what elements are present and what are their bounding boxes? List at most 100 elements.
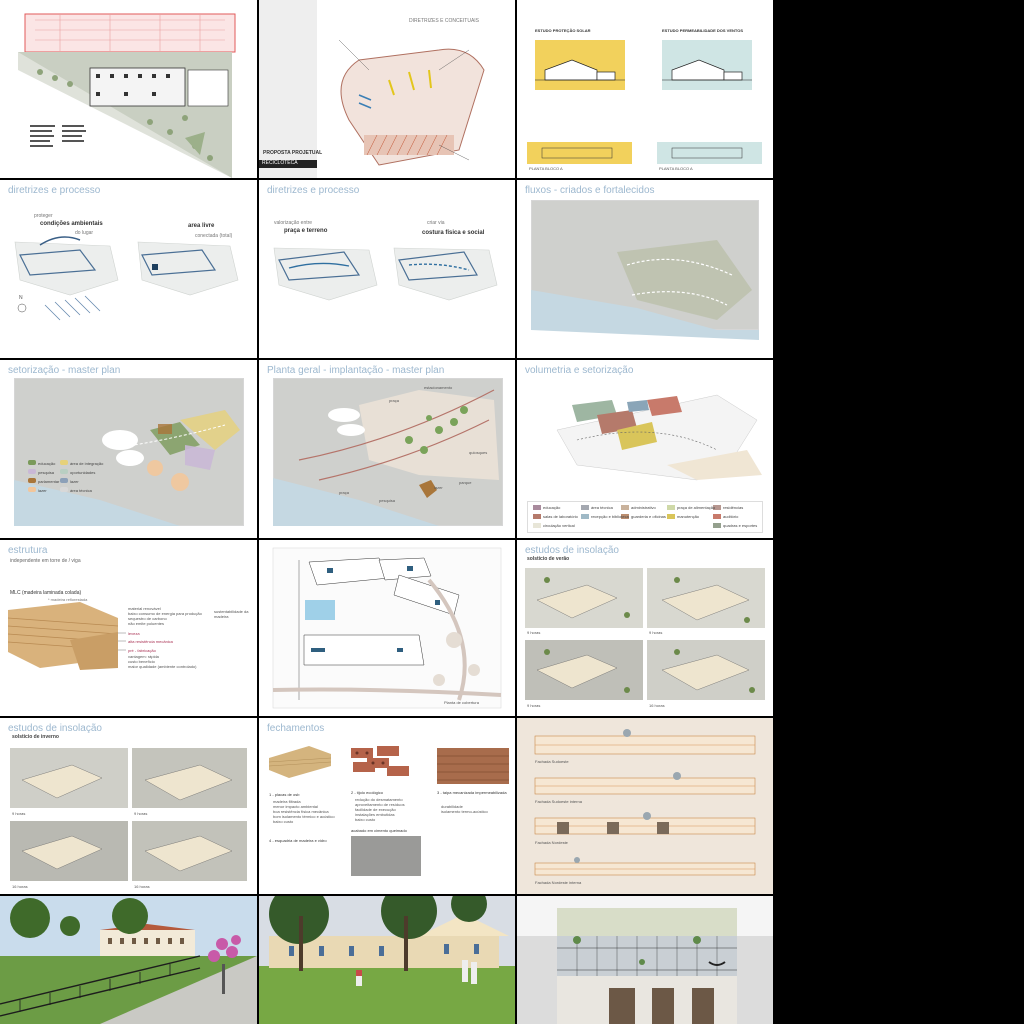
- render-path-image: [0, 896, 257, 1024]
- slide-winter-solstice: estudos de insolação solstício de invern…: [0, 718, 257, 894]
- sustainability-note: sustentabilidade da madeira: [214, 609, 249, 619]
- label-small: valorização entre: [274, 220, 313, 226]
- facade-caption: Fachada Nordeste: [535, 840, 568, 845]
- materials-images: [268, 746, 509, 876]
- material-note: baixo custo: [355, 817, 376, 822]
- slide-master-plan: Planta geral - implantação - master plan…: [259, 360, 515, 538]
- facade-elevations: [534, 729, 756, 876]
- material-note: bom isolamento térmico e acústico: [273, 814, 335, 819]
- label-square-land: praça e terreno: [284, 228, 328, 234]
- map-label: lazer: [434, 485, 443, 490]
- site-plan-drawing: [18, 13, 236, 178]
- slide-title: estrutura: [8, 545, 48, 556]
- sector-overlay: [14, 410, 240, 526]
- slide-render-facade: [517, 896, 773, 1024]
- volumetry-legend: [527, 501, 763, 533]
- slide-volumetry: volumetria e setorização educação salas …: [517, 360, 773, 538]
- map-label: parque: [459, 480, 472, 485]
- legend-item: lazer: [70, 479, 79, 484]
- slide-summer-solstice: estudos de insolação solstício de verão …: [517, 540, 773, 716]
- slide-title: diretrizes e processo: [267, 185, 360, 196]
- legend-item: auditório: [723, 514, 739, 519]
- slide-title: setorização - master plan: [8, 365, 121, 376]
- side-bar: RECICLOTECA: [259, 160, 317, 168]
- map-label: praça: [339, 490, 350, 495]
- label-small: proteger: [34, 213, 53, 219]
- slide-title: diretrizes e processo: [8, 185, 101, 196]
- caption: 9 horas: [134, 811, 148, 816]
- legend-item: educação: [38, 461, 56, 466]
- flows-overlay: [531, 240, 759, 340]
- process-diagrams: [14, 236, 239, 321]
- slide-title: fechamentos: [267, 723, 325, 734]
- slide-sectorization: setorização - master plan educação pesqu…: [0, 360, 257, 538]
- process-diagrams-2: [273, 247, 498, 301]
- bullet-sub: vantagem: rápida: [128, 654, 159, 659]
- legend-item: educação: [543, 505, 561, 510]
- note: material renovável: [128, 606, 161, 611]
- legend-item: oportunidades: [70, 470, 96, 475]
- bullet: alta resistência mecânica: [128, 639, 173, 644]
- caption: 9 horas: [649, 630, 663, 635]
- material-item: 3 - taipa mecanizada impermeabilizada: [437, 790, 507, 795]
- legend-item: administrativo: [631, 505, 656, 510]
- map-label: quiosques: [469, 450, 488, 455]
- material-note: facilidade de execução: [355, 807, 396, 812]
- caption: 16 horas: [134, 884, 150, 889]
- label-tail-2: conectada (total): [195, 233, 233, 239]
- bullet-sub: maior qualidade (ambiente controlado): [128, 664, 197, 669]
- material-note: baixo custo: [273, 819, 294, 824]
- volumetry-drawing: [556, 394, 762, 481]
- map-label: estacionamento: [424, 385, 453, 390]
- slide-title: estudos de insolação: [8, 723, 102, 734]
- slide-solar-wind-study: ESTUDO PROTEÇÃO SOLAR ESTUDO PERMEABILID…: [517, 0, 773, 178]
- header-gray: DIRETRIZES E CONCEITUAIS: [409, 18, 480, 24]
- finish-label: acabado em cimento queimado: [351, 828, 407, 833]
- map-label: pesquisa: [379, 498, 396, 503]
- slide-subtitle: independente em torre de / viga: [10, 558, 81, 564]
- material-item: 1 - placas de osb: [269, 792, 300, 797]
- plan-label-left: PLANTA BLOCO A: [529, 166, 563, 171]
- slide-closures: fechamentos 1 - placas de osb madeira fi…: [259, 718, 515, 894]
- summer-renders: [525, 568, 765, 700]
- material-note: aproveitamento de resíduos: [355, 802, 405, 807]
- legend-item: parlamentar: [38, 479, 60, 484]
- slide-title: estudos de insolação: [525, 545, 619, 556]
- timber-photo: [7, 602, 126, 670]
- solar-study-label: ESTUDO PROTEÇÃO SOLAR: [535, 28, 591, 33]
- note: sequestro de carbono: [128, 616, 167, 621]
- legend-item: área técnica: [591, 505, 613, 510]
- caption: 9 horas: [527, 630, 541, 635]
- caption: 16 horas: [12, 884, 28, 889]
- slide-site-plan: [0, 0, 257, 178]
- caption: 16 horas: [649, 703, 665, 708]
- material-note: menor impacto ambiental: [273, 804, 318, 809]
- legend-item: lazer: [38, 488, 47, 493]
- caption: 9 horas: [527, 703, 541, 708]
- label-free-area: area livre: [188, 223, 215, 229]
- legend-item: área técnica: [70, 488, 92, 493]
- material-note: boa resistência física mecânica: [273, 809, 329, 814]
- roof-plan-drawing: [272, 547, 502, 709]
- slide-flows: fluxos - criados e fortalecidos: [517, 180, 773, 358]
- legend-item: praça de alimentação: [677, 505, 716, 510]
- concept-diagram: [338, 39, 485, 166]
- material-sub: * madeira reflorestada: [48, 597, 88, 602]
- legend-item: salas de laboratório: [543, 514, 578, 519]
- slide-render-path: [0, 896, 257, 1024]
- roof-plan-label: Planta de cobertura: [444, 700, 479, 705]
- slide-facades: Fachada Sudoeste Fachada Sudoeste intern…: [517, 718, 773, 894]
- legend-item: pesquisa: [38, 470, 55, 475]
- slide-title: Planta geral - implantação - master plan: [267, 365, 445, 376]
- label-environmental: condições ambientais: [40, 221, 103, 227]
- material-item: 4 - esquadria de madeira e vidro: [269, 838, 327, 843]
- north-label: N: [19, 295, 23, 301]
- slide-conceptual-guidelines: PROPOSTA PROJETUAL RECICLOTECA DIRETRIZE…: [259, 0, 515, 178]
- map-label: praça: [389, 398, 400, 403]
- presentation-board-grid: PROPOSTA PROJETUAL RECICLOTECA DIRETRIZE…: [0, 0, 773, 1024]
- material-note: durabilidade: [441, 804, 463, 809]
- slide-subtitle: solstício de inverno: [12, 734, 59, 740]
- material-note: redução do desmatamento: [355, 797, 403, 802]
- legend-item: manutenção: [677, 514, 700, 519]
- slide-structure: estrutura independente em torre de / vig…: [0, 540, 257, 716]
